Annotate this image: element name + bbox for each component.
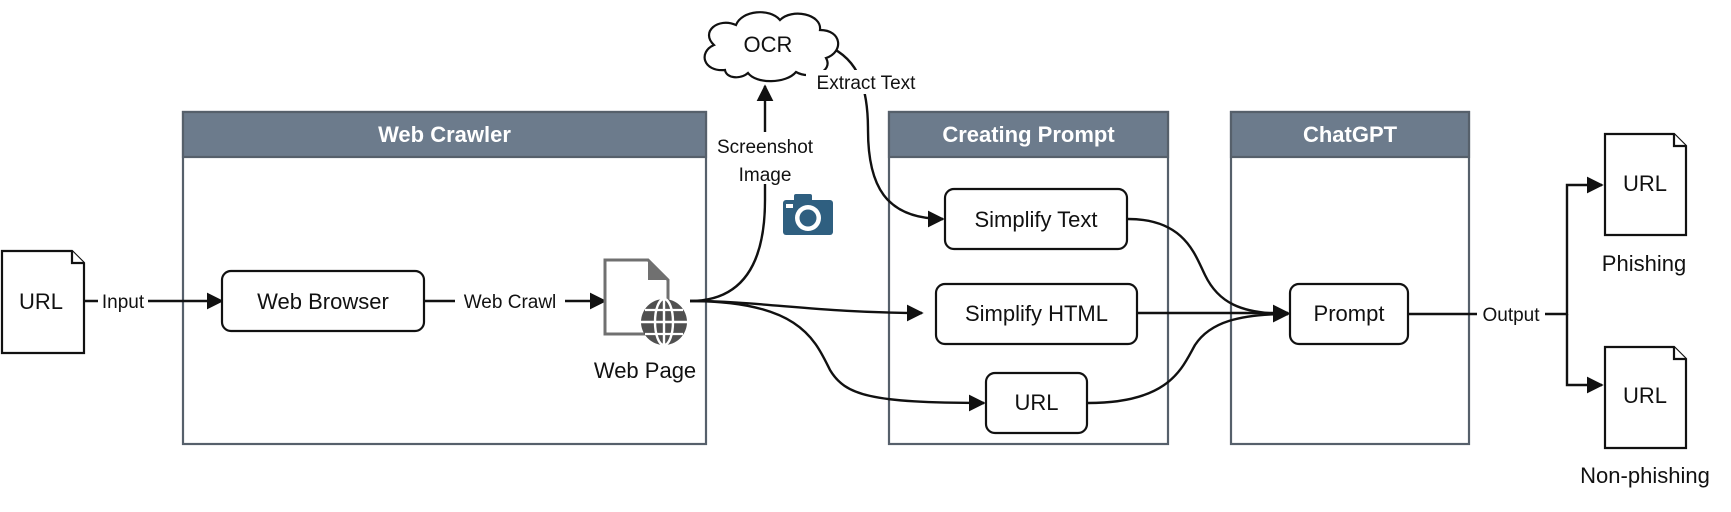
phishing-doc-label: URL <box>1623 171 1667 196</box>
web-page-globe-icon <box>603 258 687 347</box>
url-node-label: URL <box>1014 390 1058 415</box>
web-crawl-edge-label: Web Crawl <box>464 292 557 313</box>
phishing-output: URL Phishing <box>1602 132 1688 276</box>
non-phishing-output: URL Non-phishing <box>1580 345 1710 488</box>
input-url-label: URL <box>19 289 63 314</box>
extract-text-arrow <box>827 44 945 228</box>
ocr-node: OCR <box>703 11 840 83</box>
web-browser-node: Web Browser <box>220 269 426 333</box>
output-nonphishing-arrow <box>1565 314 1604 394</box>
screenshot-edge-label-line1: Screenshot <box>717 137 814 158</box>
url-node: URL <box>984 371 1089 435</box>
cloud-shape <box>703 11 840 83</box>
page-to-url-arrow <box>689 299 986 412</box>
web-page-label: Web Page <box>594 358 696 383</box>
prompt-node: Prompt <box>1288 282 1410 346</box>
non-phishing-doc-label: URL <box>1623 383 1667 408</box>
chatgpt-title: ChatGPT <box>1303 122 1398 147</box>
extract-text-edge-label: Extract Text <box>817 73 917 94</box>
web-browser-label: Web Browser <box>257 289 389 314</box>
phishing-caption: Phishing <box>1602 251 1686 276</box>
simplify-html-node: Simplify HTML <box>934 282 1139 346</box>
input-url-document: URL <box>0 249 86 355</box>
edge-labels: Input Web Crawl Screenshot Image Extract… <box>98 70 1545 326</box>
chatgpt-group: ChatGPT <box>1229 110 1471 446</box>
output-edge-label: Output <box>1482 305 1540 326</box>
simplify-text-node: Simplify Text <box>943 187 1129 251</box>
screenshot-edge-label-line2: Image <box>739 165 792 186</box>
simplify-html-label: Simplify HTML <box>965 301 1108 326</box>
non-phishing-caption: Non-phishing <box>1580 463 1710 488</box>
creating-prompt-title: Creating Prompt <box>942 122 1115 147</box>
web-page-node: Web Page <box>594 258 696 383</box>
simplify-text-label: Simplify Text <box>974 207 1097 232</box>
web-crawler-title: Web Crawler <box>378 122 511 147</box>
ocr-label: OCR <box>744 32 793 57</box>
screenshot-arrow <box>689 84 774 303</box>
url-to-prompt-arrow <box>1087 305 1290 405</box>
text-to-prompt-arrow <box>1127 217 1290 323</box>
camera-icon <box>783 194 833 235</box>
prompt-label: Prompt <box>1314 301 1385 326</box>
input-edge-label: Input <box>102 292 145 313</box>
